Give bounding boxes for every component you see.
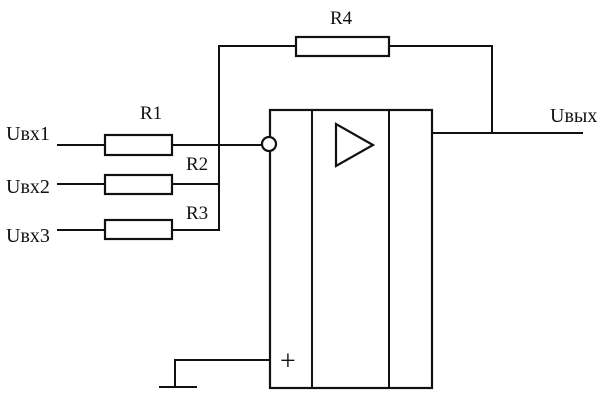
label-input-3: Uвх3 [6,225,50,247]
ground-wire [174,359,271,388]
inverting-input-circle [260,135,278,153]
feedback-wire [218,45,493,144]
label-input-1: Uвх1 [6,123,50,145]
resistor-r2 [103,173,174,196]
label-r3: R3 [186,203,208,224]
label-r2: R2 [186,154,208,175]
label-output: Uвых [550,105,597,127]
resistor-r3 [103,218,174,241]
resistor-r1 [103,133,174,157]
resistor-r4 [294,35,391,58]
label-input-2: Uвх2 [6,176,50,198]
label-r4: R4 [330,8,353,29]
amplifier-triangle-icon [334,122,376,168]
input-3-wire [57,144,220,231]
noninverting-input-symbol: + [280,346,296,377]
label-r1: R1 [140,103,162,124]
